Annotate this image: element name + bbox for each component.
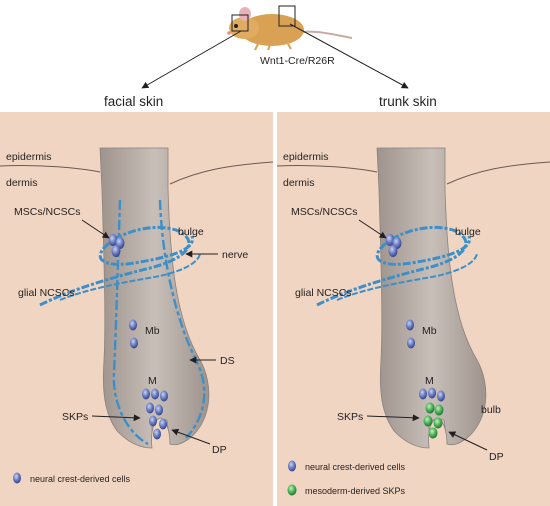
mesoderm-cell — [434, 404, 444, 416]
mesoderm-cell — [423, 415, 433, 427]
label-dp: DP — [212, 444, 227, 456]
nerve-fiber — [39, 225, 194, 307]
mesoderm-cell — [428, 427, 438, 439]
facial-skin-title: facial skin — [104, 94, 163, 109]
epidermis-line — [276, 161, 550, 185]
dermal-sheath-right — [158, 199, 206, 439]
label-mb: Mb — [422, 325, 437, 337]
label-dermis: dermis — [283, 177, 315, 189]
mesoderm-cell — [433, 417, 443, 429]
legend-mesoderm-label: mesoderm-derived SKPs — [305, 486, 406, 496]
legend-neural-crest-swatch — [13, 472, 21, 484]
label-skps: SKPs — [337, 411, 363, 423]
label-ds: DS — [220, 355, 235, 367]
neural-crest-cell — [437, 390, 445, 402]
neural-crest-cell — [155, 404, 163, 416]
neural-crest-cells-facial — [108, 234, 168, 440]
neural-crest-cell — [111, 245, 121, 257]
label-m: M — [425, 375, 434, 387]
arrow-skps — [91, 414, 141, 422]
arrow-to-trunk — [289, 23, 409, 89]
mouse-legs — [254, 43, 292, 51]
trunk-skin-title: trunk skin — [379, 94, 437, 109]
neural-crest-cell — [146, 402, 154, 414]
mouse-illustration — [227, 5, 353, 51]
nerve-fiber-2 — [336, 253, 478, 301]
neural-crest-cells-trunk — [385, 234, 445, 402]
legend-neural-crest-swatch — [288, 460, 296, 472]
label-epidermis: epidermis — [6, 151, 52, 163]
label-mscs: MSCs/NCSCs — [14, 206, 81, 218]
neural-crest-cell — [428, 387, 436, 399]
label-glial: glial NCSCs — [295, 287, 352, 299]
neural-crest-cell — [407, 337, 415, 349]
neural-crest-cell — [419, 388, 427, 400]
legend-trunk: neural crest-derived cells mesoderm-deri… — [287, 460, 406, 496]
legend-mesoderm-swatch — [287, 484, 297, 496]
trunk-region-box — [278, 5, 296, 27]
legend-facial: neural crest-derived cells — [13, 472, 131, 484]
label-glial: glial NCSCs — [18, 287, 75, 299]
neural-crest-cell — [108, 234, 118, 246]
mouse-nose — [227, 31, 231, 35]
label-bulge: bulge — [455, 226, 481, 238]
label-bulb: bulb — [481, 404, 501, 416]
nerve-fiber — [316, 225, 471, 307]
neural-crest-cell — [385, 234, 395, 246]
label-nerve: nerve — [222, 249, 248, 261]
neural-crest-cell — [388, 245, 398, 257]
label-skps: SKPs — [62, 411, 88, 423]
neural-crest-cell — [159, 418, 167, 430]
label-mb: Mb — [145, 325, 160, 337]
label-dermis: dermis — [6, 177, 38, 189]
arrow-skps — [366, 414, 420, 422]
arrow-dp — [171, 428, 211, 445]
legend-neural-crest-label: neural crest-derived cells — [30, 474, 131, 484]
legend-neural-crest-label: neural crest-derived cells — [305, 462, 406, 472]
nerve-fiber-2 — [59, 253, 201, 301]
neural-crest-cell — [130, 337, 138, 349]
label-dp: DP — [489, 451, 504, 463]
label-mscs: MSCs/NCSCs — [291, 206, 358, 218]
mouse-tail — [302, 30, 353, 39]
arrow-mscs — [81, 219, 110, 239]
epidermis-line — [0, 161, 274, 185]
neural-crest-cell — [151, 388, 159, 400]
label-m: M — [148, 375, 157, 387]
neural-crest-cell — [142, 388, 150, 400]
neural-crest-cell — [149, 415, 157, 427]
neural-crest-cell — [160, 390, 168, 402]
neural-crest-cell — [153, 428, 161, 440]
mesoderm-cell — [425, 402, 435, 414]
arrow-dp — [448, 431, 488, 451]
mouse-ear — [239, 7, 251, 21]
neural-crest-cell — [406, 319, 414, 331]
label-epidermis: epidermis — [283, 151, 329, 163]
genotype-label: Wnt1-Cre/R26R — [260, 55, 335, 67]
mouse-eye — [234, 24, 238, 28]
mesoderm-skps-trunk — [423, 402, 444, 439]
arrow-to-facial — [141, 30, 242, 89]
label-bulge: bulge — [178, 226, 204, 238]
facial-panel: epidermis dermis MSCs/NCSCs bulge nerve … — [0, 147, 274, 484]
trunk-panel: epidermis dermis MSCs/NCSCs bulge glial … — [276, 147, 550, 496]
arrow-mscs — [358, 219, 387, 239]
neural-crest-cell — [129, 319, 137, 331]
